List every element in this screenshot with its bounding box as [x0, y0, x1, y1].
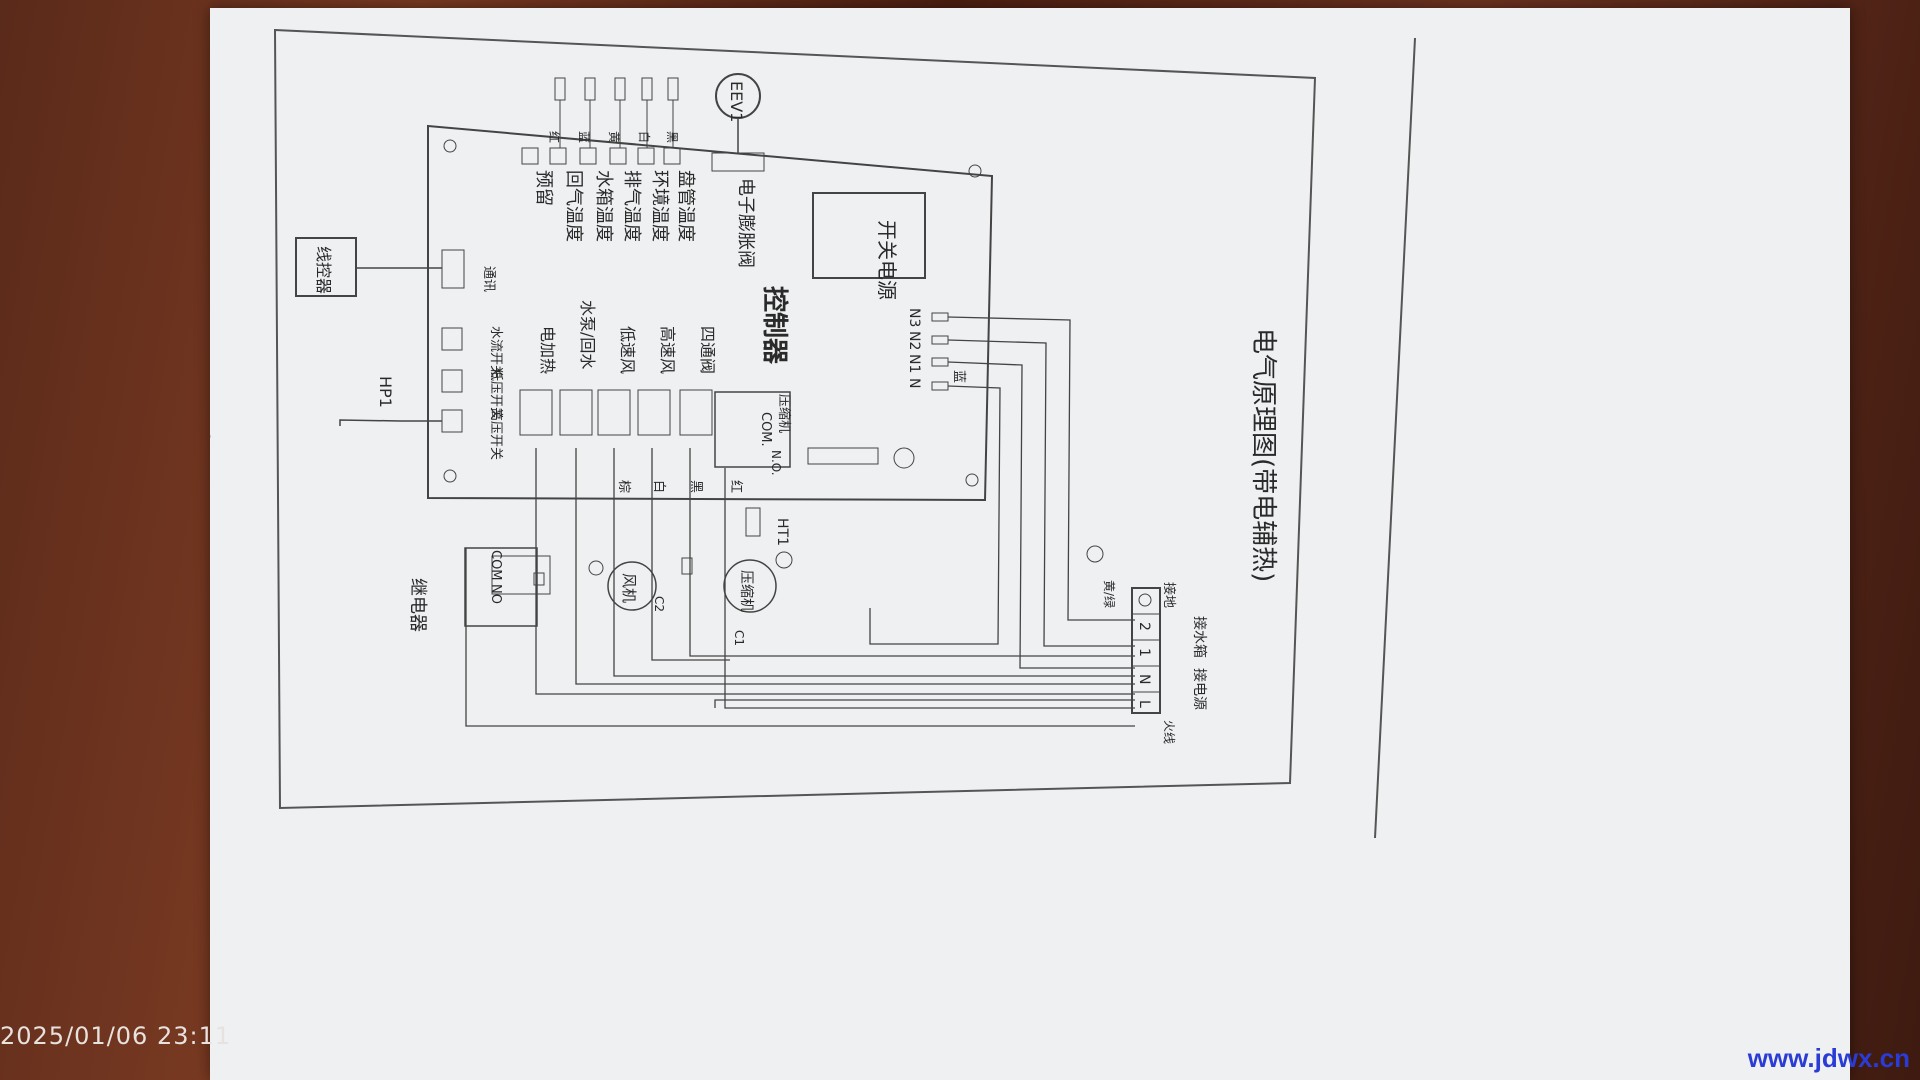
output-label-low-fan: 低速风 — [618, 326, 637, 374]
mounting-hole — [965, 473, 979, 487]
controller-board — [427, 124, 994, 502]
ground-icon — [775, 551, 793, 569]
relay-output-blocks — [519, 389, 713, 436]
neutral-terminals — [931, 312, 949, 391]
terminal-n2: N2 — [906, 331, 922, 350]
wire-label-brown: 棕 — [616, 480, 631, 493]
capacitor-c2-label: C2 — [652, 596, 666, 612]
compressor-relay-label: 压缩机 — [776, 394, 792, 433]
switch-power-label: 开关电源 — [875, 220, 899, 300]
wire-label-red: 红 — [728, 480, 744, 493]
terminal-label-n: N — [1136, 674, 1152, 684]
wire-controller-label: 线控器 — [314, 246, 333, 294]
com-label: COM. — [758, 412, 773, 447]
mounting-hole — [968, 164, 982, 178]
hp-label: HP1 — [376, 376, 395, 408]
terminal-n1: N1 — [906, 354, 922, 373]
relay-box — [464, 547, 538, 627]
wire-label-blue: 蓝 — [951, 370, 966, 383]
eev-label: EEV1 — [727, 81, 746, 122]
wire-label-white: 白 — [651, 480, 667, 493]
site-watermark: www.jdwx.cn — [1747, 1043, 1910, 1073]
wire-label-black: 黑 — [688, 480, 703, 493]
ground-icon — [1086, 545, 1104, 563]
comm-connector — [441, 249, 465, 289]
page-number: 13 — [210, 418, 214, 443]
output-label-pump: 水泵/回水 — [578, 300, 597, 369]
fan-label: 风机 — [620, 573, 638, 603]
fuse — [807, 447, 879, 465]
fan-motor — [607, 561, 657, 611]
sensor-wire-red: 红 — [547, 131, 562, 143]
wire-label-live: 火线 — [1162, 720, 1176, 744]
controller-label: 控制器 — [759, 286, 789, 365]
terminal-side-tank: 接水箱 — [1191, 616, 1208, 658]
mounting-hole — [443, 139, 457, 153]
eev-connector — [711, 152, 765, 172]
wiring-diagram: 电气原理图(带电辅热) 13 控制器 开关电源 EEV1 电子膨胀阀 — [210, 28, 1416, 839]
photo-timestamp: 2025/01/06 23:11 — [0, 1022, 232, 1050]
compressor-relay — [714, 391, 791, 468]
sensor-wire-white: 白 — [637, 131, 652, 143]
compressor-label: 压缩机 — [738, 570, 754, 612]
terminal-n3: N3 — [906, 308, 922, 327]
switch-label-high-pressure: 高压开关 — [488, 408, 504, 460]
ground-icon — [1138, 593, 1152, 607]
terminal-label-2: 2 — [1136, 622, 1152, 631]
capacitor-c1-label: C1 — [732, 630, 746, 646]
water-flow-switch-connector — [441, 327, 463, 351]
wiring — [465, 316, 1135, 727]
terminal-n: N — [906, 378, 922, 388]
no-label: N.O. — [769, 450, 783, 476]
eev-text: 电子膨胀阀 — [735, 178, 756, 268]
sensor-label-coil: 盘管温度 — [675, 170, 696, 242]
output-label-high-fan: 高速风 — [658, 326, 677, 374]
wire-label-yg: 黄/绿 — [1102, 580, 1117, 608]
sensor-label-exhaust: 排气温度 — [621, 170, 642, 242]
sensor-wire-yellow: 黄 — [607, 131, 621, 143]
relay-coil — [491, 555, 551, 595]
page-rule — [1374, 37, 1416, 839]
output-label-heater: 电加热 — [538, 326, 557, 374]
sensor-label-reserved: 预留 — [533, 170, 554, 206]
sensor-label-ambient: 环境温度 — [649, 170, 670, 242]
ht1-element — [745, 507, 761, 537]
relay-com: COM — [488, 550, 503, 581]
switch-label-low-pressure: 低压开关 — [488, 368, 503, 420]
relay-label: 继电器 — [407, 578, 428, 632]
relay-no: NO — [488, 584, 503, 604]
terminal-label-l: L — [1136, 700, 1152, 708]
high-pressure-switch-connector — [441, 409, 463, 433]
sensor-label-return: 回气温度 — [563, 170, 584, 242]
diagram-title: 电气原理图(带电辅热) — [1248, 328, 1278, 582]
mounting-hole — [443, 469, 457, 483]
comm-label: 通讯 — [481, 266, 496, 292]
capacitor-c2 — [681, 557, 693, 575]
diagram-frame — [273, 28, 1317, 810]
ground-icon — [588, 560, 604, 576]
fuse-holder — [893, 447, 915, 469]
wire-controller-box — [295, 237, 357, 297]
output-label-4way: 四通阀 — [698, 326, 717, 374]
sensor-label-tank: 水箱温度 — [593, 170, 614, 242]
ground-label: 接地 — [1161, 582, 1177, 608]
sensor-wire-black: 黑 — [665, 131, 679, 143]
ht1-label: HT1 — [774, 518, 790, 546]
compressor-motor — [723, 559, 777, 613]
low-pressure-switch-connector — [441, 369, 463, 393]
terminal-block — [1131, 587, 1161, 714]
document-page: 电气原理图(带电辅热) 13 控制器 开关电源 EEV1 电子膨胀阀 — [210, 8, 1850, 1080]
switch-power-box — [812, 192, 926, 279]
sensor-wire-blue: 蓝 — [577, 131, 591, 143]
terminal-label-1: 1 — [1136, 648, 1152, 657]
terminal-side-power: 接电源 — [1191, 668, 1208, 710]
switch-label-water-flow: 水流开关 — [488, 326, 503, 378]
sensor-group — [521, 77, 681, 165]
